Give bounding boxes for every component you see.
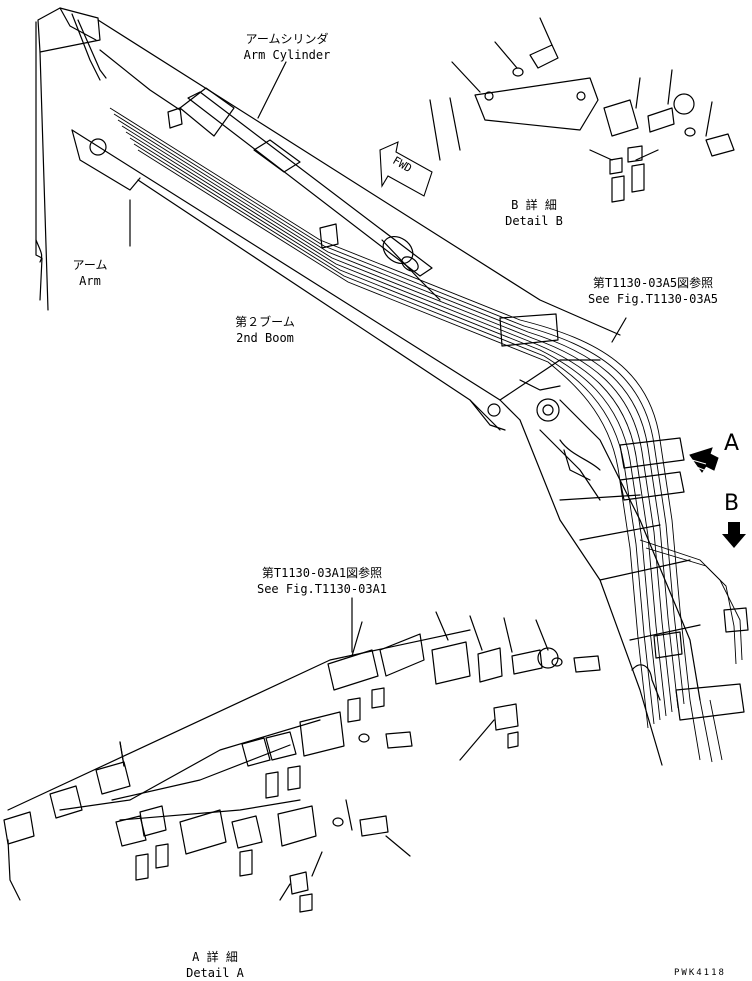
arm-label-jp: アーム [72,258,108,272]
arm-label-en: Arm [79,274,101,288]
ref-a5-label-jp: 第T1130-03A5図参照 [592,276,714,290]
arm-cylinder-label-en: Arm Cylinder [243,48,331,62]
boom-drawing [71,19,701,766]
detail-a-title-en: Detail A [186,966,244,980]
view-b-label: B [724,491,740,516]
detail-b-title-jp: B 詳 細 [511,198,557,212]
fwd-arrow-icon [379,141,433,197]
hose-bundle [109,107,749,763]
view-b-arrow-icon [722,522,746,548]
detail-a-drawing [3,611,601,913]
view-a-arrow-icon [689,447,719,473]
arm-cylinder-label-jp: アームシリンダ [245,32,329,46]
detail-b-drawing [429,17,735,203]
ref-a1-label-en: See Fig.T1130-03A1 [256,582,388,596]
arm-cylinder-drawing [179,87,441,301]
leader-lines [129,61,627,653]
boom-label-jp: 第２ブーム [235,315,295,329]
view-a-label: A [724,431,740,456]
ref-a1-label-jp: 第T1130-03A1図参照 [261,566,383,580]
drawing-code: PWK4118 [674,968,726,978]
arm-drawing [35,7,107,311]
boom-label-en: 2nd Boom [236,331,294,345]
ref-a5-label-en: See Fig.T1130-03A5 [587,292,719,306]
detail-b-title-en: Detail B [505,214,563,228]
detail-a-title-jp: A 詳 細 [192,950,238,964]
